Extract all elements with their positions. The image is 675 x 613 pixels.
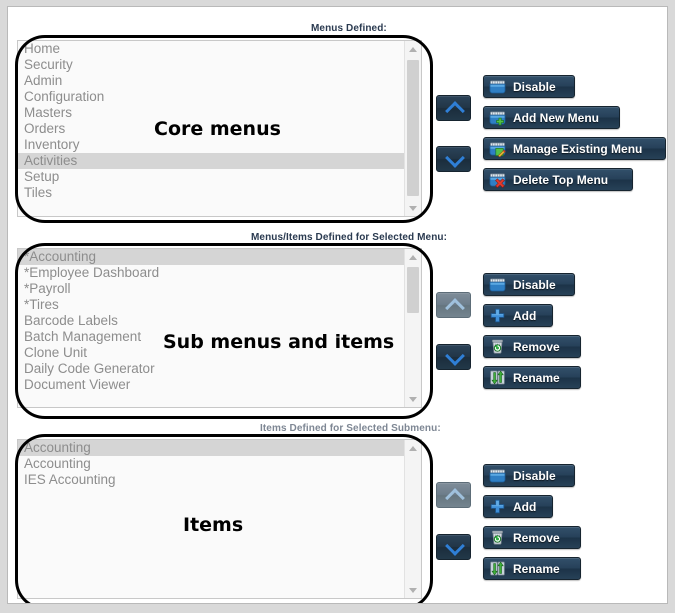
rename-submenu-button[interactable]: Rename	[483, 366, 581, 389]
items-defined-label: Items Defined for Selected Submenu:	[260, 423, 441, 434]
core-menus-annotation-text: Core menus	[154, 118, 281, 140]
list-item[interactable]: Orders	[24, 121, 66, 136]
list-item[interactable]: Batch Management	[24, 329, 142, 344]
button-label: Add	[513, 499, 537, 514]
listbox-scrollbar[interactable]	[404, 440, 421, 598]
menu-box-icon	[489, 467, 506, 484]
rename-item-button[interactable]: Rename	[483, 557, 581, 580]
button-label: Add	[513, 308, 537, 323]
submenus-move-down-button[interactable]	[436, 344, 471, 370]
manage-existing-menu-button[interactable]: Manage Existing Menu	[483, 137, 666, 160]
list-item[interactable]: *Employee Dashboard	[24, 265, 160, 280]
add-new-menu-button[interactable]: Add New Menu	[483, 106, 620, 129]
menu-box-add-icon	[489, 109, 506, 126]
button-label: Disable	[513, 277, 556, 292]
button-label: Rename	[513, 370, 560, 385]
main-panel: Menus Defined: Home Security Admin Confi…	[7, 6, 668, 604]
button-label: Delete Top Menu	[513, 172, 609, 187]
list-item[interactable]: *Payroll	[24, 281, 71, 296]
list-item-selected[interactable]: Accounting	[18, 440, 404, 456]
items-move-up-button[interactable]	[436, 482, 471, 508]
button-label: Remove	[513, 339, 560, 354]
scroll-down-arrow-icon[interactable]	[405, 200, 421, 216]
menu-box-icon	[489, 276, 506, 293]
list-item-selected[interactable]: *Accounting	[18, 249, 404, 265]
disable-item-button[interactable]: Disable	[483, 464, 575, 487]
list-item[interactable]: Masters	[24, 105, 73, 120]
list-item[interactable]: Clone Unit	[24, 345, 88, 360]
chevron-up-icon	[444, 101, 465, 121]
chevron-down-icon	[444, 148, 465, 168]
remove-submenu-button[interactable]: Remove	[483, 335, 581, 358]
scroll-down-arrow-icon[interactable]	[405, 582, 421, 598]
button-label: Add New Menu	[513, 110, 599, 125]
rename-arrows-icon	[489, 369, 506, 386]
list-item[interactable]: Daily Code Generator	[24, 361, 155, 376]
button-label: Remove	[513, 530, 560, 545]
submenus-move-up-button[interactable]	[436, 292, 471, 318]
list-item[interactable]: Home	[24, 41, 61, 56]
button-label: Disable	[513, 468, 556, 483]
list-item[interactable]: Setup	[24, 169, 60, 184]
list-item[interactable]: *Tires	[24, 297, 59, 312]
menu-box-delete-icon	[489, 171, 506, 188]
chevron-down-icon	[444, 536, 465, 556]
items-listbox[interactable]: Accounting Accounting IES Accounting	[17, 439, 422, 599]
list-item[interactable]: Security	[24, 57, 73, 72]
disable-submenu-button[interactable]: Disable	[483, 273, 575, 296]
listbox-scrollbar[interactable]	[404, 249, 421, 407]
list-item[interactable]: Barcode Labels	[24, 313, 118, 328]
chevron-down-icon	[444, 346, 465, 366]
scroll-up-arrow-icon[interactable]	[405, 249, 421, 265]
scroll-up-arrow-icon[interactable]	[405, 440, 421, 456]
submenus-annotation-text: Sub menus and items	[163, 331, 395, 353]
menus-defined-listbox[interactable]: Home Security Admin Configuration Master…	[17, 40, 422, 217]
menus-defined-label: Menus Defined:	[311, 23, 387, 34]
list-item[interactable]: Configuration	[24, 89, 105, 104]
scroll-down-arrow-icon[interactable]	[405, 391, 421, 407]
menu-box-icon	[489, 78, 506, 95]
disable-menu-button[interactable]: Disable	[483, 75, 575, 98]
list-item[interactable]: Document Viewer	[24, 377, 131, 392]
items-move-down-button[interactable]	[436, 534, 471, 560]
scrollbar-thumb[interactable]	[407, 60, 419, 196]
items-rows: Accounting Accounting IES Accounting	[18, 440, 404, 598]
add-item-button[interactable]: Add	[483, 495, 553, 518]
menu-box-edit-icon	[489, 140, 506, 157]
delete-top-menu-button[interactable]: Delete Top Menu	[483, 168, 633, 191]
chevron-up-icon	[444, 298, 465, 318]
list-item[interactable]: Admin	[24, 73, 63, 88]
menus-move-up-button[interactable]	[436, 95, 471, 121]
menus-defined-rows: Home Security Admin Configuration Master…	[18, 41, 404, 216]
button-label: Manage Existing Menu	[513, 141, 643, 156]
plus-icon	[489, 498, 506, 515]
button-label: Disable	[513, 79, 556, 94]
list-item[interactable]: IES Accounting	[24, 472, 116, 487]
menus-move-down-button[interactable]	[436, 146, 471, 172]
submenus-rows: *Accounting *Employee Dashboard *Payroll…	[18, 249, 404, 407]
chevron-up-icon	[444, 488, 465, 508]
trash-icon	[489, 338, 506, 355]
scrollbar-thumb[interactable]	[407, 267, 419, 313]
list-item[interactable]: Tiles	[24, 185, 53, 200]
list-item[interactable]: Accounting	[24, 456, 91, 471]
add-submenu-button[interactable]: Add	[483, 304, 553, 327]
listbox-scrollbar[interactable]	[404, 41, 421, 216]
submenus-defined-label: Menus/Items Defined for Selected Menu:	[251, 232, 448, 243]
button-label: Rename	[513, 561, 560, 576]
list-item[interactable]: Inventory	[24, 137, 80, 152]
remove-item-button[interactable]: Remove	[483, 526, 581, 549]
items-annotation-text: Items	[183, 514, 244, 536]
scroll-up-arrow-icon[interactable]	[405, 41, 421, 57]
plus-icon	[489, 307, 506, 324]
list-item-selected[interactable]: Activities	[18, 153, 404, 169]
rename-arrows-icon	[489, 560, 506, 577]
submenus-listbox[interactable]: *Accounting *Employee Dashboard *Payroll…	[17, 248, 422, 408]
trash-icon	[489, 529, 506, 546]
